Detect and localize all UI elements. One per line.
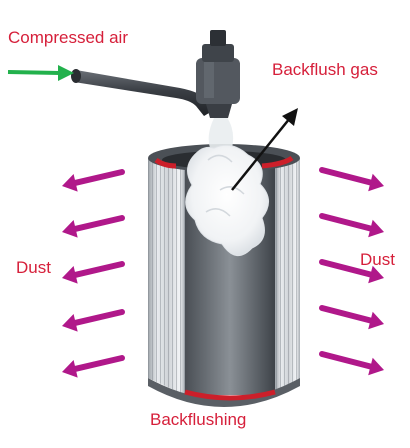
dust-arrow-right-1 xyxy=(319,167,384,192)
dust-arrow-right-4 xyxy=(319,305,384,330)
filter-top-seal-left xyxy=(154,157,177,169)
dust-arrow-right-3 xyxy=(319,259,384,284)
filter-top-seal-right xyxy=(261,155,294,169)
dust-arrow-right-2 xyxy=(319,213,384,238)
air-pipe-assembly xyxy=(71,30,240,118)
dust-arrow-left-3 xyxy=(62,261,125,284)
backflushing-label: Backflushing xyxy=(150,410,247,429)
filter-bottom-rim xyxy=(148,378,300,407)
dust-arrows-right xyxy=(319,167,384,376)
valve-body xyxy=(196,58,240,104)
dust-arrows-left xyxy=(62,169,125,378)
dust-arrow-left-4 xyxy=(62,309,125,332)
dust-arrow-left-5 xyxy=(62,355,125,378)
dust-arrow-right-5 xyxy=(319,351,384,376)
dust-arrow-left-2 xyxy=(62,215,125,238)
filter-bottom-seal xyxy=(184,389,276,401)
compressed-air-label: Compressed air xyxy=(8,28,128,47)
backflush-cloud xyxy=(185,116,269,256)
backflush-gas-label: Backflush gas xyxy=(272,60,378,79)
dust-label-left: Dust xyxy=(16,258,51,277)
arrow-right-icon xyxy=(7,65,74,81)
arrow-up-right-icon xyxy=(231,108,298,191)
dust-label-right: Dust xyxy=(360,250,395,269)
dust-arrow-left-1 xyxy=(62,169,125,192)
air-pipe xyxy=(74,70,214,116)
